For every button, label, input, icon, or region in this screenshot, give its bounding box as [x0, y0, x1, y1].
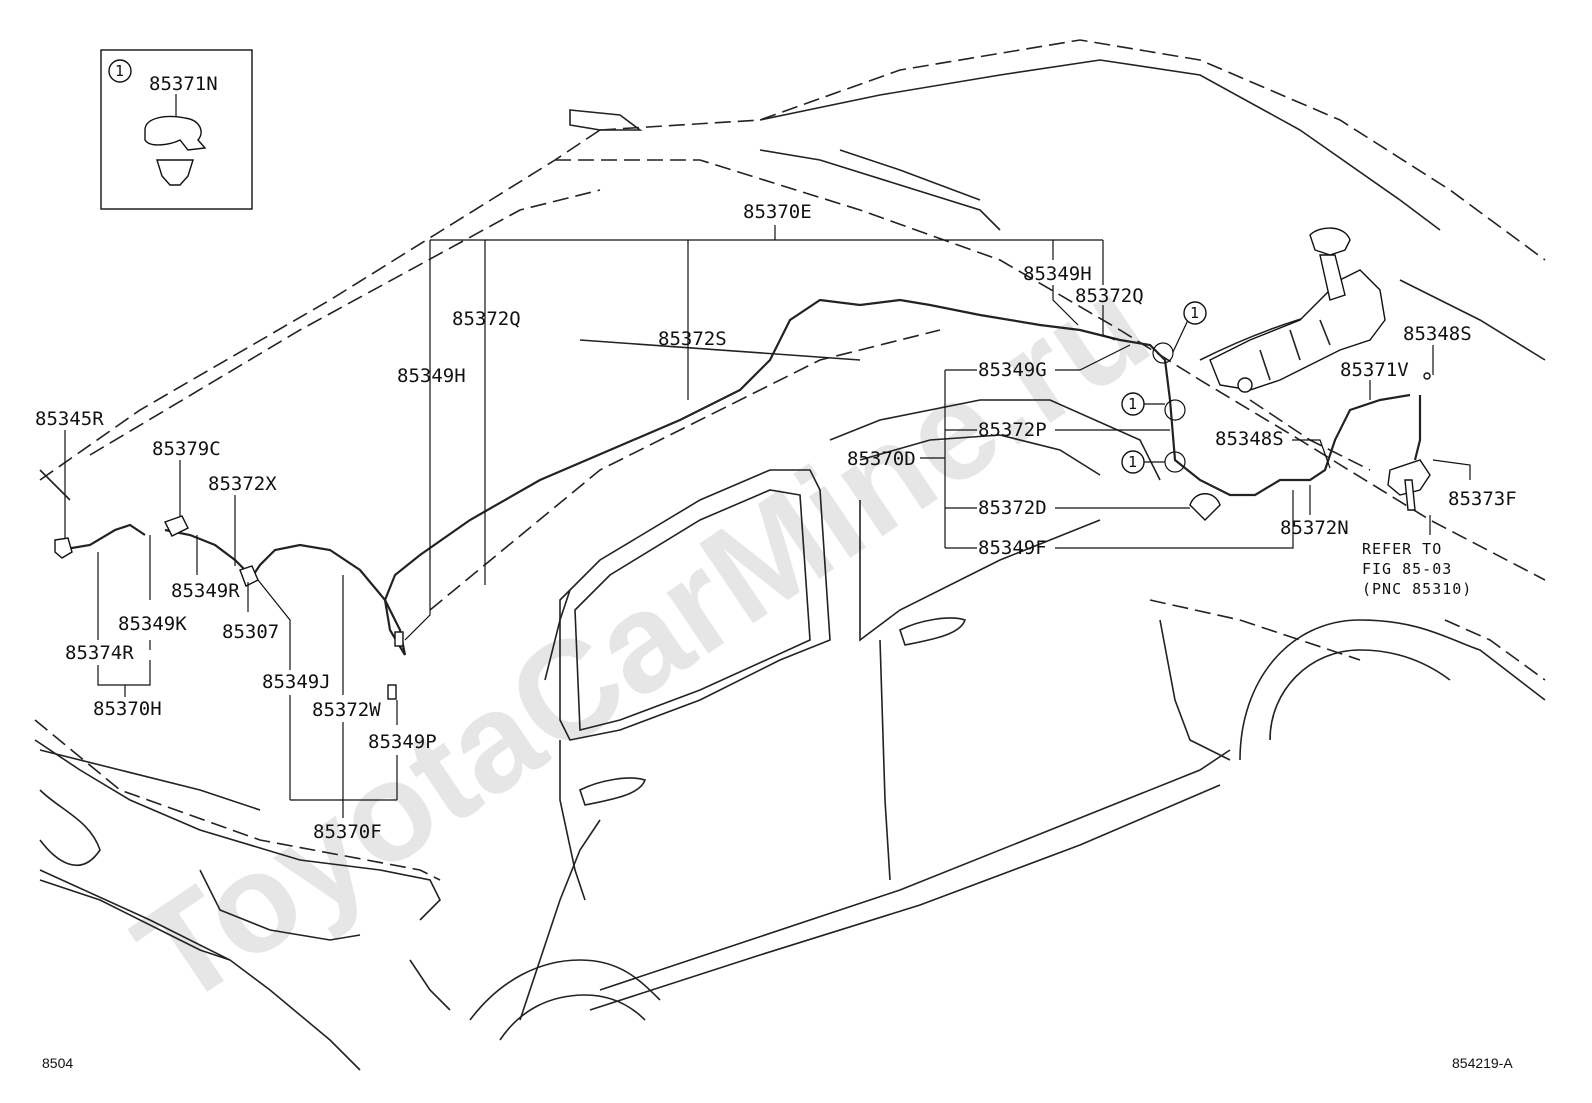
label-85372P: 85372P — [978, 419, 1047, 441]
washer-hoses — [59, 298, 1431, 656]
grommet-85372D — [1189, 493, 1221, 521]
label-85371V: 85371V — [1340, 359, 1409, 381]
hose-85372W — [249, 543, 407, 656]
inset-marker: 1 — [115, 62, 125, 80]
label-85370E: 85370E — [743, 201, 812, 223]
label-85349R: 85349R — [171, 580, 240, 602]
reference-line-3: (PNC 85310) — [1362, 580, 1472, 598]
label-85348S-top: 85348S — [1403, 323, 1472, 345]
callout-marker-3: 1 — [1128, 453, 1138, 471]
label-85349H-left: 85349H — [397, 365, 466, 387]
callout-markers: 1 1 1 — [1121, 301, 1207, 474]
callout-marker-2: 1 — [1128, 395, 1138, 413]
label-85348S-mid: 85348S — [1215, 428, 1284, 450]
label-85374R: 85374R — [65, 642, 134, 664]
leader-lines — [64, 225, 1471, 818]
reference-line-1: REFER TO — [1362, 540, 1442, 558]
label-85349G: 85349G — [978, 359, 1047, 381]
label-85349P: 85349P — [368, 731, 437, 753]
label-85370H: 85370H — [93, 698, 162, 720]
inset-85371N: 1 85371N — [100, 49, 253, 210]
reference-line-2: FIG 85-03 — [1362, 560, 1452, 578]
label-85372S: 85372S — [658, 328, 727, 350]
reference-note: REFER TO FIG 85-03 (PNC 85310) — [1362, 540, 1472, 598]
label-85372D: 85372D — [978, 497, 1047, 519]
label-85370F: 85370F — [313, 821, 382, 843]
label-85373F: 85373F — [1448, 488, 1517, 510]
washer-pump — [1387, 459, 1431, 511]
label-85372W: 85372W — [312, 699, 381, 721]
label-85349H-right: 85349H — [1023, 263, 1092, 285]
label-85372Q-right: 85372Q — [1075, 285, 1144, 307]
footer-figure-id: 854219-A — [1452, 1055, 1513, 1071]
fittings — [54, 342, 1221, 700]
hose-clamp-icon — [144, 115, 207, 151]
callout-marker-1: 1 — [1190, 304, 1200, 322]
label-85371N: 85371N — [149, 73, 218, 95]
hose-85372S — [383, 298, 1411, 656]
label-85349K: 85349K — [118, 613, 187, 635]
hose-85374R — [59, 523, 146, 552]
part-labels: 85370E 85372Q 85372S 85349H 85349H 85372… — [35, 201, 1517, 843]
label-85370D: 85370D — [847, 448, 916, 470]
label-85345R: 85345R — [35, 408, 104, 430]
label-85372X: 85372X — [208, 473, 277, 495]
label-85349F: 85349F — [978, 537, 1047, 559]
label-85372N: 85372N — [1280, 517, 1349, 539]
nozzle-85307 — [239, 565, 259, 587]
check-valve-85379C — [164, 515, 189, 537]
washer-reservoir — [1209, 227, 1386, 393]
footer-page-code: 8504 — [42, 1055, 73, 1071]
label-85379C: 85379C — [152, 438, 221, 460]
label-85349J: 85349J — [262, 671, 331, 693]
vehicle-outline — [34, 39, 1546, 1071]
label-85307: 85307 — [222, 621, 279, 643]
washer-nozzle-85345R — [54, 537, 73, 559]
label-85372Q-left: 85372Q — [452, 308, 521, 330]
